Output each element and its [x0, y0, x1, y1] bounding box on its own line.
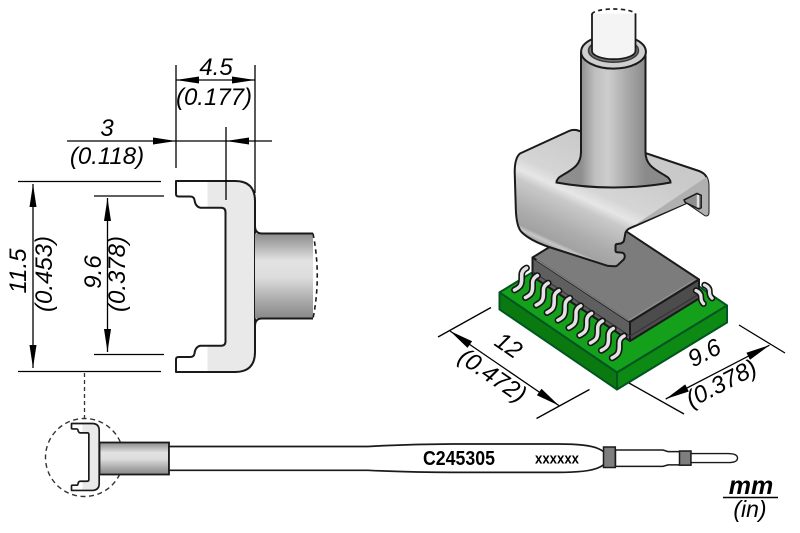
svg-text:(0.453): (0.453) [31, 236, 58, 312]
svg-text:(0.378): (0.378) [104, 236, 131, 312]
svg-text:(in): (in) [733, 496, 766, 522]
svg-text:C245305: C245305 [423, 448, 495, 470]
svg-text:mm: mm [729, 472, 773, 500]
svg-text:9.6: 9.6 [80, 255, 107, 289]
svg-text:4.5: 4.5 [199, 54, 233, 81]
svg-text:11.5: 11.5 [5, 248, 32, 294]
svg-text:(0.118): (0.118) [70, 143, 144, 170]
svg-text:xxxxxx: xxxxxx [535, 451, 580, 468]
svg-text:(0.177): (0.177) [176, 84, 252, 111]
svg-text:3: 3 [100, 115, 114, 142]
